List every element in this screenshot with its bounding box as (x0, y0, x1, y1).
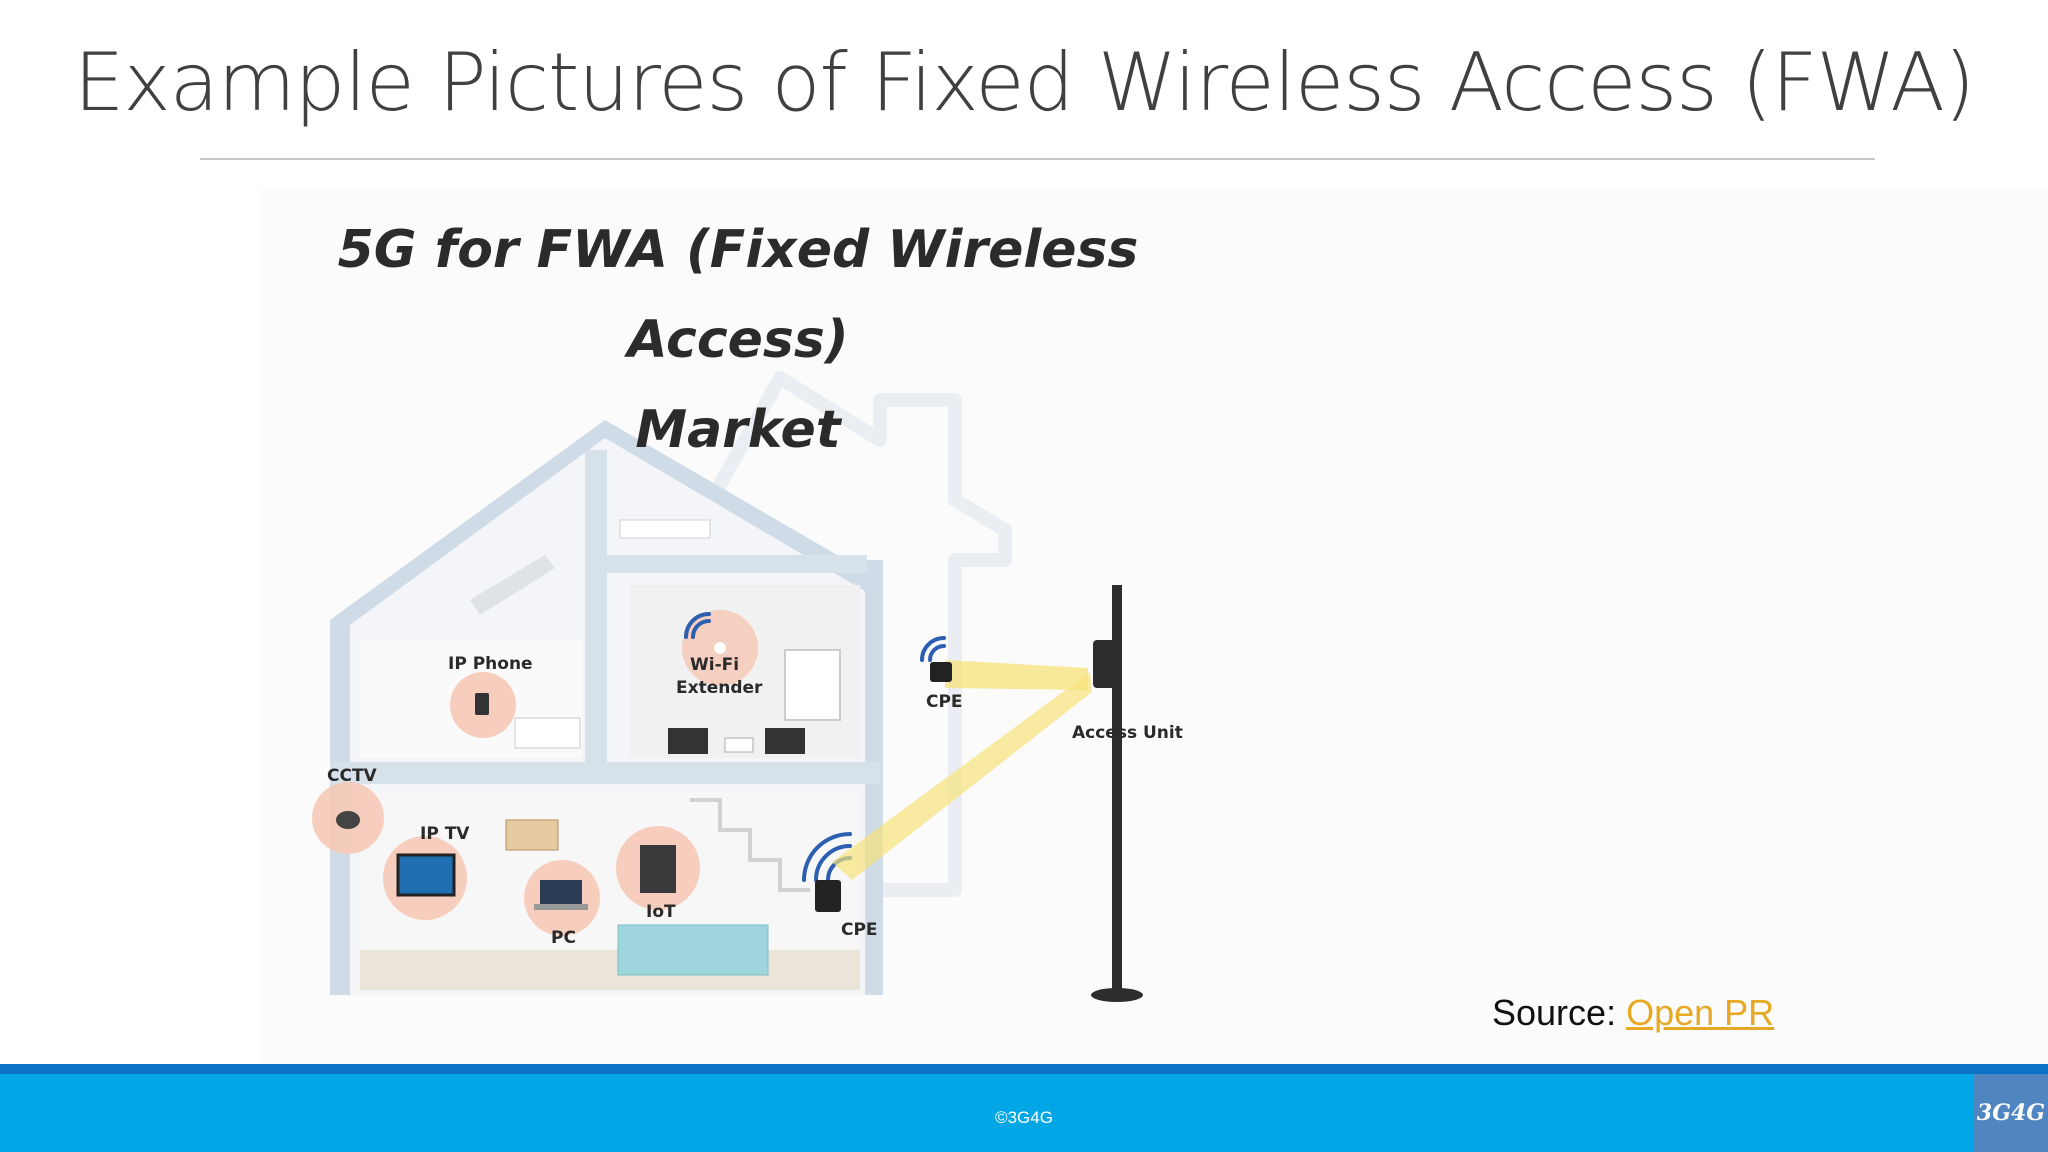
label-iot: IoT (646, 902, 676, 922)
title-divider (200, 158, 1875, 160)
device-bubbles (312, 610, 758, 936)
source-link-open-pr[interactable]: Open PR (1626, 992, 1775, 1033)
fwa-house-illustration (312, 371, 1143, 1002)
figure-heading-line1: 5G for FWA (Fixed Wireless Access) (337, 220, 1139, 370)
outdoor-cpe-device (930, 662, 952, 682)
label-ip-tv: IP TV (420, 824, 470, 844)
signal-beam-lower (832, 672, 1092, 880)
label-access-unit: Access Unit (1072, 723, 1183, 743)
background-house-outline (693, 371, 1012, 897)
label-pc: PC (551, 928, 576, 948)
label-cctv: CCTV (327, 766, 377, 786)
signal-beam-upper (945, 660, 1088, 690)
label-cpe-indoor: CPE (841, 920, 878, 940)
footer-copyright: ©3G4G (995, 1108, 1053, 1127)
figure-heading-line2: Market (635, 400, 841, 460)
slide-title: Example Pictures of Fixed Wireless Acces… (73, 36, 1975, 129)
footer-band (0, 1074, 2048, 1152)
indoor-cpe-device (815, 880, 841, 912)
footer-logo: 3G4G (1974, 1074, 2048, 1152)
source-prefix: Source: (1492, 992, 1627, 1033)
figure-heading: 5G for FWA (Fixed Wireless Access) Marke… (278, 205, 1198, 475)
house-cutaway (330, 420, 883, 995)
footer-stripe (0, 1064, 2048, 1074)
label-wifi-extender-1: Wi-Fi (690, 655, 740, 675)
access-unit-pole (1091, 585, 1143, 1002)
wifi-signal-icons (684, 612, 946, 882)
label-cpe-outdoor: CPE (926, 692, 963, 712)
source-citation: Source: Open PR (1492, 992, 1774, 1034)
label-ip-phone: IP Phone (448, 654, 533, 674)
label-wifi-extender-2: Extender (676, 678, 763, 698)
